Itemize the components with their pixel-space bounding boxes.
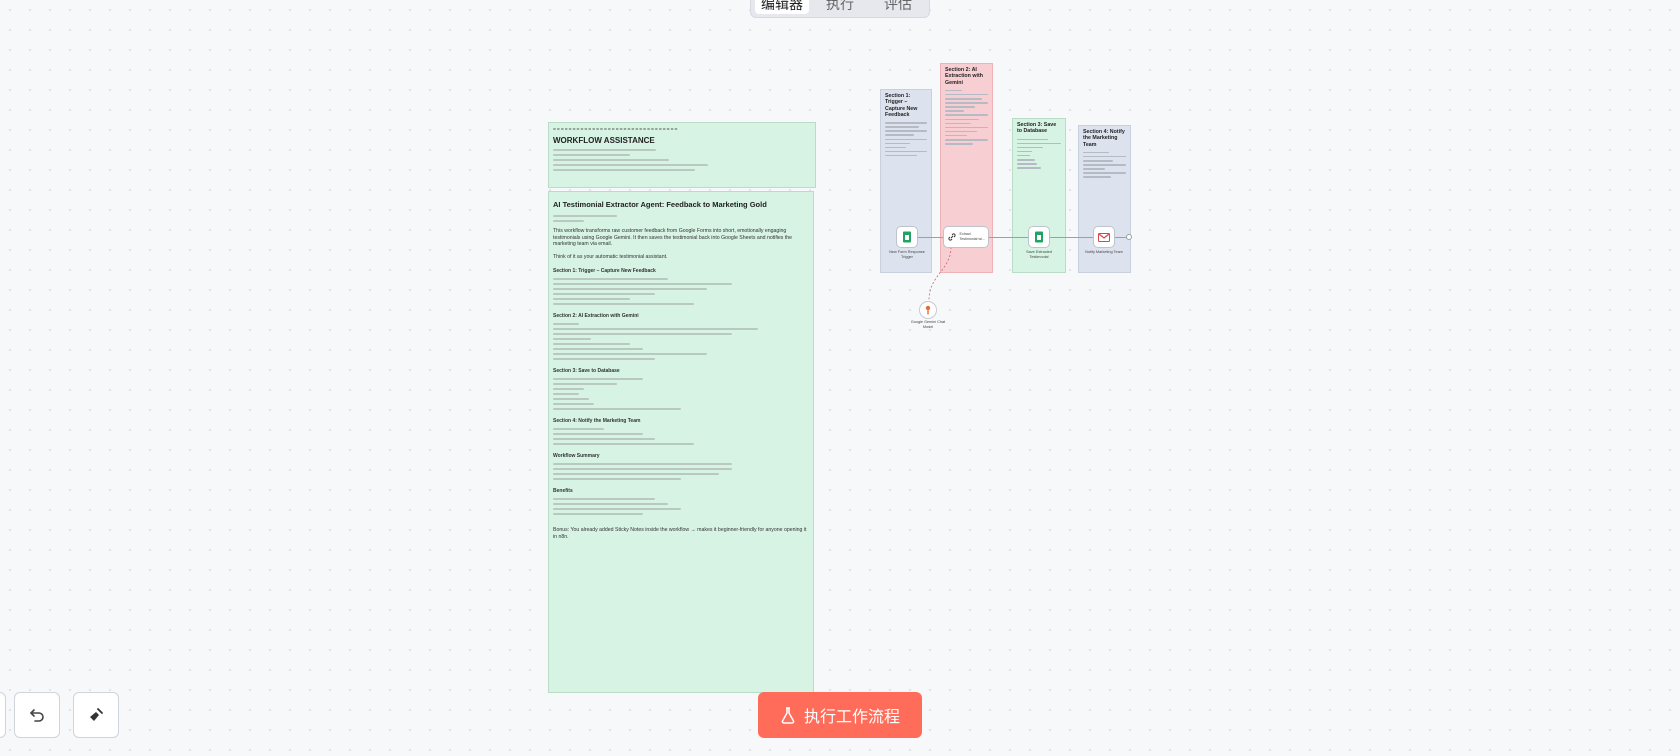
gmail-icon (1098, 232, 1110, 242)
section-1-title: Section 1: Trigger – Capture New Feedbac… (885, 93, 918, 118)
doc-section-1: Section 1: Trigger – Capture New Feedbac… (553, 268, 656, 274)
doc-think: Think of it as your automatic testimonia… (553, 253, 668, 260)
tidy-up-button[interactable] (73, 692, 119, 738)
tab-evaluations[interactable]: 评估 (884, 0, 912, 12)
section-4-title: Section 4: Notify the Marketing Team (1083, 129, 1125, 148)
section-3-title: Section 3: Save to Database (1017, 122, 1057, 135)
node-extract[interactable]: Extract Testimonial wi... (943, 226, 989, 248)
node-gemini-model[interactable] (919, 301, 937, 319)
connection-extract-save (989, 237, 1028, 238)
doc-section-4: Section 4: Notify the Marketing Team (553, 418, 641, 424)
node-notify-label: Notify Marketing Team (1085, 250, 1123, 254)
doc-benefits: Benefits (553, 488, 573, 494)
sticky-note-section-4[interactable]: Section 4: Notify the Marketing Team (1078, 125, 1131, 273)
note-title: WORKFLOW ASSISTANCE (553, 136, 655, 145)
connection-notify-end (1115, 237, 1127, 238)
google-sheets-icon (1035, 231, 1043, 243)
note-divider: ================================ (553, 127, 679, 133)
node-trigger-label: New Form Response Trigger (889, 250, 925, 259)
node-trigger[interactable] (896, 226, 918, 248)
node-notify[interactable] (1093, 226, 1115, 248)
tab-executions[interactable]: 执行 (826, 0, 854, 12)
doc-title: AI Testimonial Extractor Agent: Feedback… (553, 200, 767, 209)
undo-button[interactable] (14, 692, 60, 738)
doc-bonus: Bonus: You already added Sticky Notes in… (553, 527, 807, 540)
doc-section-3: Section 3: Save to Database (553, 368, 620, 374)
node-save-label: Save Extracted Testimonial (1026, 250, 1052, 259)
node-gemini-label: Google Gemini Chat Model (910, 320, 946, 329)
execute-workflow-label: 执行工作流程 (803, 709, 900, 726)
sticky-note-documentation[interactable]: AI Testimonial Extractor Agent: Feedback… (548, 191, 814, 693)
section-2-title: Section 2: AI Extraction with Gemini (945, 67, 983, 86)
note-text-lines (553, 149, 811, 171)
tab-editor[interactable]: 编辑器 (755, 0, 809, 14)
view-tabs: 编辑器 执行 评估 (750, 0, 930, 18)
connection-trigger-extract (897, 237, 943, 238)
execute-workflow-button[interactable]: 执行工作流程 (758, 692, 922, 738)
connection-model-extract (928, 246, 952, 301)
doc-section-2: Section 2: AI Extraction with Gemini (553, 313, 639, 319)
add-node-handle[interactable] (1126, 234, 1132, 240)
link-icon (947, 233, 956, 241)
doc-workflow-summary: Workflow Summary (553, 453, 600, 459)
sticky-note-assistance[interactable]: ================================ WORKFLO… (548, 122, 816, 188)
flask-icon (781, 707, 795, 724)
undo-icon (30, 709, 44, 722)
node-extract-label: Extract Testimonial wi... (959, 232, 985, 241)
gemini-icon (925, 305, 931, 315)
broom-icon (90, 708, 103, 721)
zoom-fit-button[interactable] (0, 692, 6, 738)
doc-intro: This workflow transforms raw customer fe… (553, 228, 793, 247)
node-save[interactable] (1028, 226, 1050, 248)
google-sheets-icon (903, 231, 911, 243)
connection-save-notify (1050, 237, 1093, 238)
